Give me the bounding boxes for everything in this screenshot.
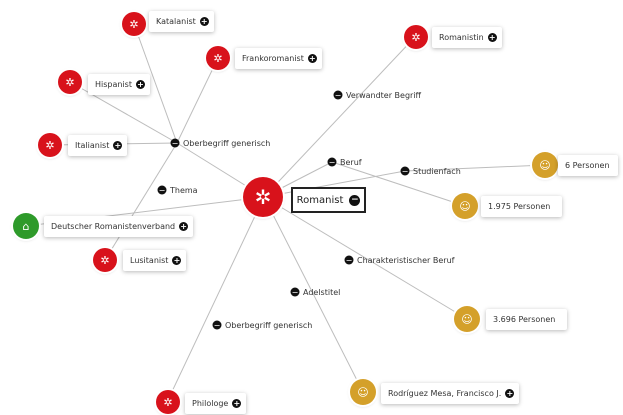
svg-text:−: −	[172, 139, 179, 148]
edge-label-oberbegriff-top[interactable]: − Oberbegriff generisch	[170, 138, 271, 149]
node-italianist-icon[interactable]: ✲	[38, 133, 62, 157]
node-label: 1.975 Personen	[488, 202, 551, 211]
center-label-text: Romanist	[296, 194, 344, 206]
asterisk-icon: ✲	[254, 185, 272, 209]
center-node-label[interactable]: Romanist −	[291, 187, 366, 213]
edge-oberbegriff-bottom	[167, 196, 265, 401]
building-icon: ⌂	[22, 219, 30, 233]
edge-label-adelstitel[interactable]: − Adelstitel	[290, 287, 341, 298]
person-icon: ☺	[539, 158, 551, 172]
asterisk-icon: ✲	[65, 75, 75, 89]
node-label: 6 Personen	[565, 161, 610, 170]
node-label: Hispanist	[95, 80, 132, 89]
node-label: Romanistin	[439, 33, 484, 42]
svg-text:Thema: Thema	[169, 186, 198, 195]
edge-frankoromanist	[176, 57, 219, 144]
node-lusitanist[interactable]: Lusitanist+	[123, 250, 187, 271]
node-3696-personen[interactable]: 3.696 Personen	[486, 309, 568, 330]
person-icon: ☺	[459, 199, 471, 213]
node-1975-personen-icon[interactable]: ☺	[452, 193, 478, 219]
node-philologe[interactable]: Philologe+	[185, 393, 247, 414]
svg-text:−: −	[402, 167, 409, 176]
edge-label-thema[interactable]: − Thema	[157, 185, 198, 196]
node-italianist[interactable]: Italianist+	[68, 135, 128, 156]
collapse-button[interactable]: −	[349, 194, 361, 206]
edge-label-oberbegriff-bottom[interactable]: − Oberbegriff generisch	[212, 320, 313, 331]
node-label: Frankoromanist	[242, 54, 304, 63]
expand-button[interactable]: +	[113, 141, 123, 150]
edge-studienfach-b	[404, 164, 546, 172]
edge-label-verwandter[interactable]: − Verwandter Begriff	[333, 90, 422, 101]
svg-text:−: −	[292, 288, 299, 297]
node-lusitanist-icon[interactable]: ✲	[93, 248, 117, 272]
node-3696-personen-icon[interactable]: ☺	[454, 306, 480, 332]
edge-charakteristisch	[263, 196, 468, 320]
node-hispanist[interactable]: Hispanist+	[88, 74, 150, 95]
svg-text:Oberbegriff generisch: Oberbegriff generisch	[183, 139, 270, 148]
center-node[interactable]: ✲	[243, 177, 283, 217]
svg-text:−: −	[335, 91, 342, 100]
svg-text:Oberbegriff generisch: Oberbegriff generisch	[225, 321, 312, 330]
svg-text:−: −	[329, 158, 336, 167]
node-romanistenverband[interactable]: Deutscher Romanistenverband+	[44, 216, 194, 237]
edge-verwandter	[263, 36, 416, 198]
expand-button[interactable]: +	[135, 80, 145, 89]
node-label: Italianist	[75, 141, 110, 150]
expand-button[interactable]: +	[179, 222, 189, 231]
person-icon: ☺	[461, 312, 473, 326]
node-label: Philologe	[192, 399, 229, 408]
edge-katalanist	[133, 23, 178, 144]
asterisk-icon: ✲	[129, 17, 139, 31]
node-romanistenverband-icon[interactable]: ⌂	[13, 213, 39, 239]
node-label: Rodríguez Mesa, Francisco J.	[388, 389, 502, 398]
expand-button[interactable]: +	[487, 33, 497, 42]
node-label: Deutscher Romanistenverband	[51, 222, 176, 231]
expand-button[interactable]: +	[505, 389, 515, 398]
svg-text:Charakteristischer Beruf: Charakteristischer Beruf	[357, 256, 455, 265]
node-rodriguez-icon[interactable]: ☺	[350, 379, 376, 405]
svg-text:−: −	[159, 186, 166, 195]
svg-text:Beruf: Beruf	[340, 158, 362, 167]
node-label: Lusitanist	[130, 256, 169, 265]
edge-label-beruf[interactable]: − Beruf	[327, 157, 362, 168]
node-romanistin-icon[interactable]: ✲	[404, 25, 428, 49]
asterisk-icon: ✲	[163, 395, 173, 409]
node-label: 3.696 Personen	[493, 315, 556, 324]
svg-text:−: −	[346, 256, 353, 265]
expand-button[interactable]: +	[172, 256, 182, 265]
node-katalanist[interactable]: Katalanist+	[149, 11, 214, 32]
node-frankoromanist[interactable]: Frankoromanist+	[235, 48, 322, 69]
asterisk-icon: ✲	[45, 138, 55, 152]
asterisk-icon: ✲	[100, 253, 110, 267]
node-6-personen[interactable]: 6 Personen	[558, 155, 618, 176]
expand-button[interactable]: +	[199, 17, 209, 26]
node-6-personen-icon[interactable]: ☺	[532, 152, 558, 178]
person-icon: ☺	[357, 385, 369, 399]
svg-text:Adelstitel: Adelstitel	[303, 288, 340, 297]
node-frankoromanist-icon[interactable]: ✲	[206, 46, 230, 70]
asterisk-icon: ✲	[213, 51, 223, 65]
node-rodriguez[interactable]: Rodríguez Mesa, Francisco J.+	[381, 383, 520, 404]
node-romanistin[interactable]: Romanistin+	[432, 27, 502, 48]
edge-adelstitel	[263, 196, 364, 393]
svg-text:−: −	[214, 321, 221, 330]
node-katalanist-icon[interactable]: ✲	[122, 12, 146, 36]
edge-label-studienfach[interactable]: − Studienfach	[400, 166, 461, 177]
expand-button[interactable]: +	[307, 54, 317, 63]
edge-beruf-b	[331, 161, 466, 207]
node-1975-personen[interactable]: 1.975 Personen	[481, 196, 563, 217]
node-philologe-icon[interactable]: ✲	[156, 390, 180, 414]
node-label: Katalanist	[156, 17, 196, 26]
edge-studienfach-a	[263, 170, 406, 198]
svg-text:Verwandter Begriff: Verwandter Begriff	[346, 91, 422, 100]
edge-lusitanist	[104, 142, 178, 261]
svg-text:Studienfach: Studienfach	[413, 167, 461, 176]
node-hispanist-icon[interactable]: ✲	[58, 70, 82, 94]
asterisk-icon: ✲	[411, 30, 421, 44]
expand-button[interactable]: +	[232, 399, 242, 408]
edge-label-charakteristisch[interactable]: − Charakteristischer Beruf	[344, 255, 455, 266]
